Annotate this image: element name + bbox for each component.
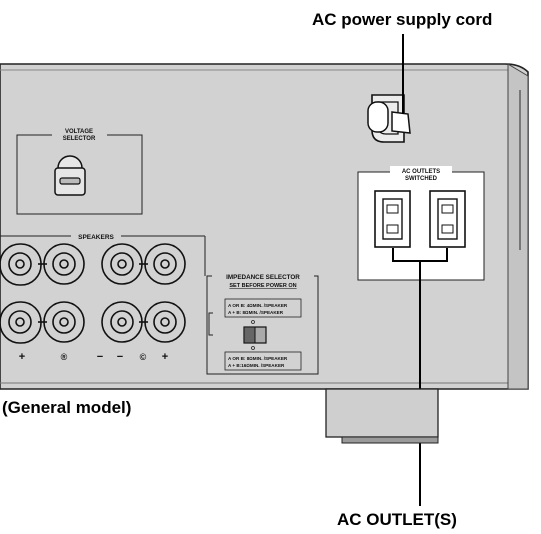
terminal-mark-3: −: [97, 351, 103, 363]
ac-outlet-1-slot-bottom: [386, 224, 399, 234]
power-cord-plug: [367, 101, 389, 133]
ac-outlet-2-slot-bottom: [441, 224, 454, 234]
ac-outlet-callout: AC OUTLET(S): [337, 510, 457, 529]
terminal-mark-1: +: [19, 351, 25, 363]
terminal-mark-2: ®: [61, 352, 68, 362]
impedance-arrow-down: [251, 346, 255, 350]
ac-outlet-2-slot-top: [441, 204, 454, 214]
impedance-arrow-up: [251, 320, 255, 324]
speakers-label-bg: [71, 230, 121, 241]
power-cord: [391, 111, 411, 134]
chassis-foot-base: [341, 436, 439, 444]
voltage-selector-slot: [59, 177, 81, 185]
ac-outlets-label-line2: SWITCHED: [405, 176, 438, 182]
ac-outlets-label-bg: [390, 166, 452, 184]
impedance-note: SET BEFORE POWER ON: [229, 283, 296, 289]
power-cord-callout: AC power supply cord: [312, 10, 493, 29]
impedance-switch-knob: [243, 326, 256, 344]
chassis-foot: [325, 388, 439, 438]
impedance-label-bg: [212, 271, 314, 281]
impedance-bracket: [208, 312, 213, 336]
terminal-mark-5: ©: [140, 352, 147, 362]
model-caption: (General model): [2, 398, 132, 417]
voltage-selector-label-bg: [52, 128, 107, 142]
speakers-label: SPEAKERS: [78, 234, 114, 241]
impedance-setting-2-box: [224, 351, 302, 371]
speaker-terminals-row-1: [0, 243, 186, 286]
speaker-terminals-row-2: [0, 301, 186, 344]
ac-outlets-label-line1: AC OUTLETS: [402, 169, 440, 175]
terminal-mark-6: +: [162, 351, 168, 363]
ac-outlet-1-slot-top: [386, 204, 399, 214]
ac-outlet-1-socket: [382, 198, 403, 240]
impedance-selector-label: IMPEDANCE SELECTOR: [226, 274, 300, 281]
impedance-setting-1-box: [224, 298, 302, 318]
impedance-setting-1-line2: A + B: 8ΩMIN. /SPEAKER: [228, 310, 284, 315]
voltage-selector-label-line1: VOLTAGE: [65, 129, 93, 135]
voltage-selector-label-line2: SELECTOR: [63, 136, 96, 142]
ac-outlet-2-socket: [437, 198, 458, 240]
impedance-setting-2-line1: A OR B: 8ΩMIN. /SPEAKER: [228, 356, 288, 361]
panel-side: [507, 63, 529, 390]
impedance-setting-1-line1: A OR B: 4ΩMIN. /SPEAKER: [228, 303, 288, 308]
impedance-setting-2-line2: A + B:16ΩMIN. /SPEAKER: [228, 363, 285, 368]
terminal-mark-4: −: [117, 351, 123, 363]
